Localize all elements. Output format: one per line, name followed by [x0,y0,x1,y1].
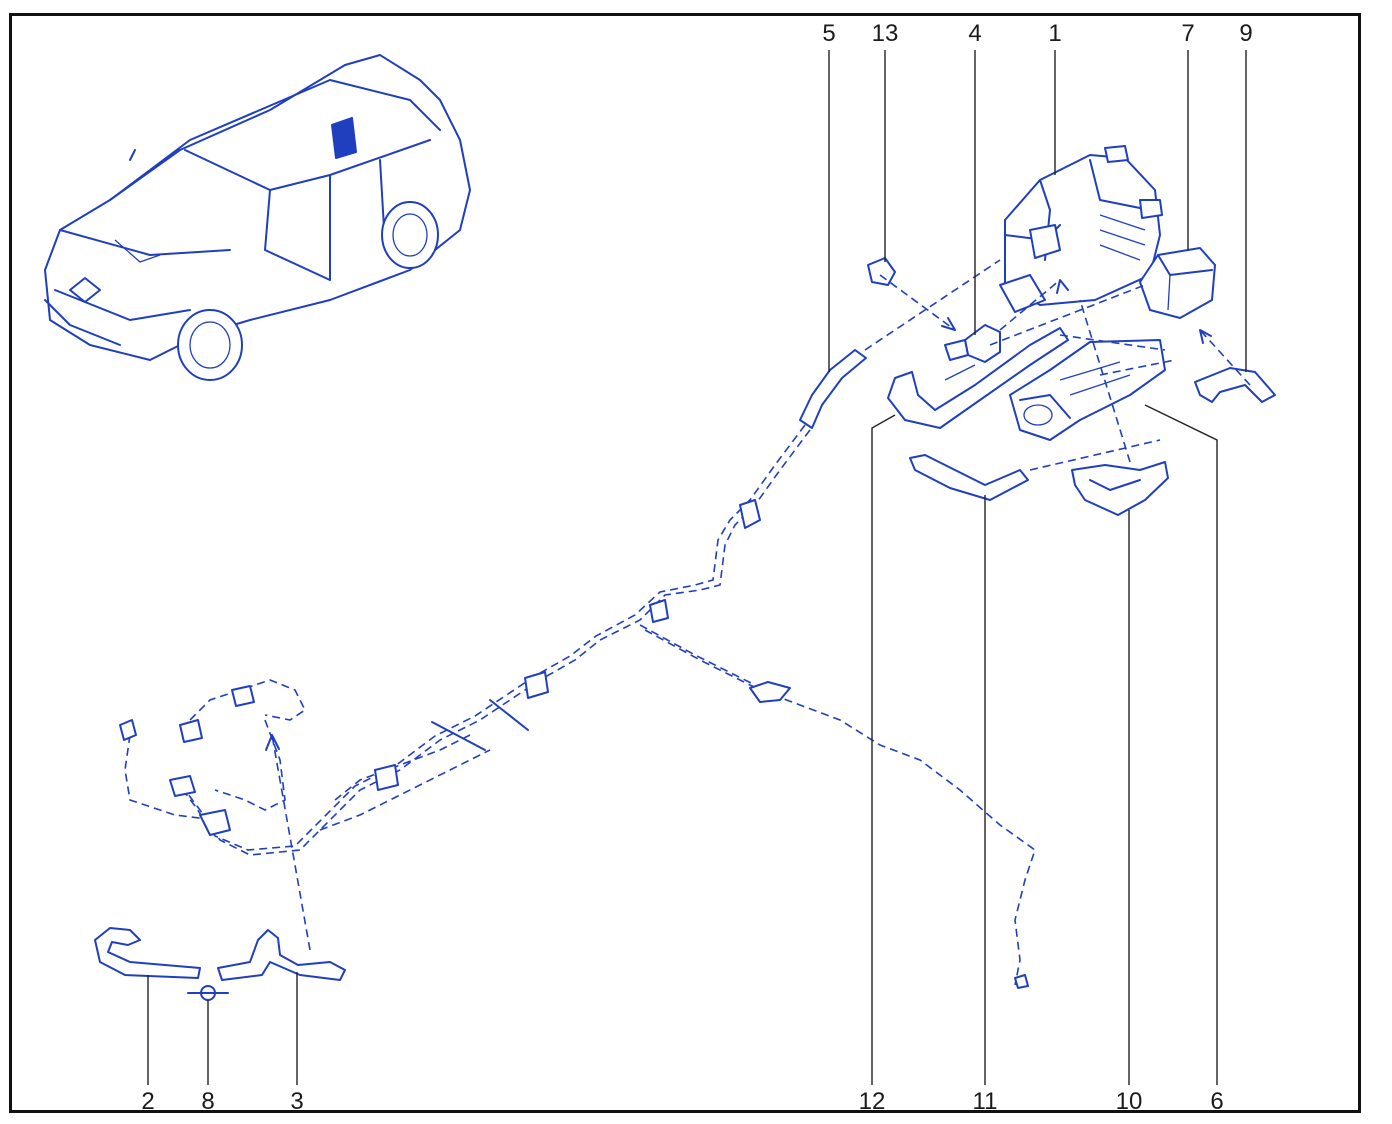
hose-part-2 [94,927,201,979]
bracket-part-9 [1194,367,1276,403]
canister-part-1 [999,145,1163,313]
clip-part-13 [867,257,896,286]
shield-part-6 [1009,339,1166,441]
hose-part-3 [217,929,346,981]
hose-part-5 [799,349,867,429]
callout-7: 7 [1181,20,1195,47]
filter-part-7 [1139,247,1216,319]
callout-10: 10 [1115,1088,1143,1115]
valve-part-4 [944,324,1001,363]
leader-lines [147,50,1247,1085]
vehicle-illustration [44,54,471,381]
callout-11: 11 [972,1088,998,1115]
hose-part-12 [887,327,1069,429]
pipe-harness [119,424,1036,989]
callout-9: 9 [1239,20,1253,47]
callout-6: 6 [1210,1088,1224,1115]
callout-3: 3 [290,1088,304,1115]
assembly-arrows [265,259,1251,951]
callout-4: 4 [968,20,982,47]
callout-13: 13 [871,20,899,47]
bracket-part-10 [1071,461,1169,516]
callout-12: 12 [858,1088,886,1115]
callout-1: 1 [1048,20,1062,47]
callout-8: 8 [201,1088,215,1115]
hose-part-11 [909,454,1029,501]
callout-2: 2 [141,1088,155,1115]
clamp-part-8 [187,985,229,1001]
callout-5: 5 [822,20,836,47]
